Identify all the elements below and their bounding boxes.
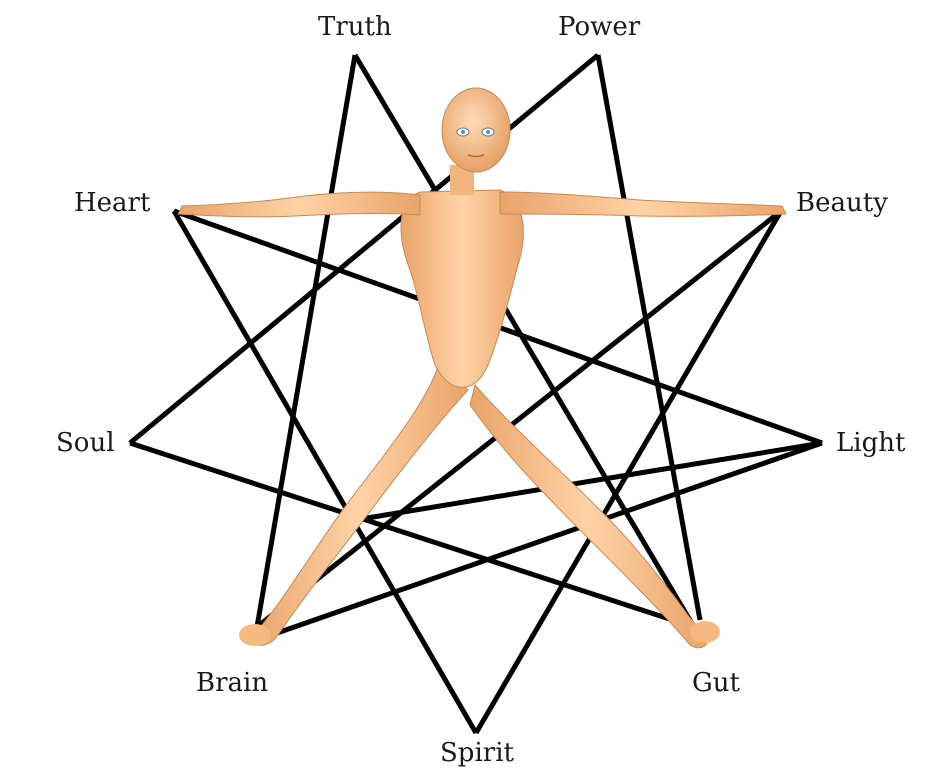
star-line-soul-power [128, 53, 600, 445]
label-brain: Brain [196, 668, 269, 698]
right-foot [690, 621, 720, 643]
star-lines [128, 53, 823, 735]
label-beauty: Beauty [796, 188, 888, 218]
star-line-truth-gut [352, 53, 697, 629]
right-leg [469, 383, 708, 649]
star-line-spirit-beauty [473, 209, 784, 735]
left-pupil [461, 130, 465, 134]
label-light: Light [836, 428, 906, 458]
star-line-light-heart [354, 440, 823, 523]
right-arm [499, 191, 787, 217]
label-spirit: Spirit [440, 738, 514, 768]
left-foot [239, 624, 271, 646]
star-line-heart-spirit [171, 209, 479, 735]
left-arm [177, 191, 421, 218]
star-line-brain-truth [254, 54, 358, 628]
star-line-light-brain [256, 440, 823, 643]
torso [400, 189, 524, 388]
label-heart: Heart [74, 188, 151, 218]
label-truth: Truth [318, 12, 392, 42]
head [441, 87, 511, 173]
mouth [467, 154, 485, 158]
label-power: Power [558, 12, 641, 42]
right-pupil [486, 130, 490, 134]
label-gut: Gut [692, 668, 740, 698]
left-leg [247, 358, 469, 646]
star-line-beauty-brain [255, 209, 783, 629]
label-soul: Soul [56, 428, 115, 458]
star-line-power-spirit-down [595, 54, 703, 621]
human-figure [177, 87, 787, 649]
star-line-gut-soul [129, 440, 695, 630]
